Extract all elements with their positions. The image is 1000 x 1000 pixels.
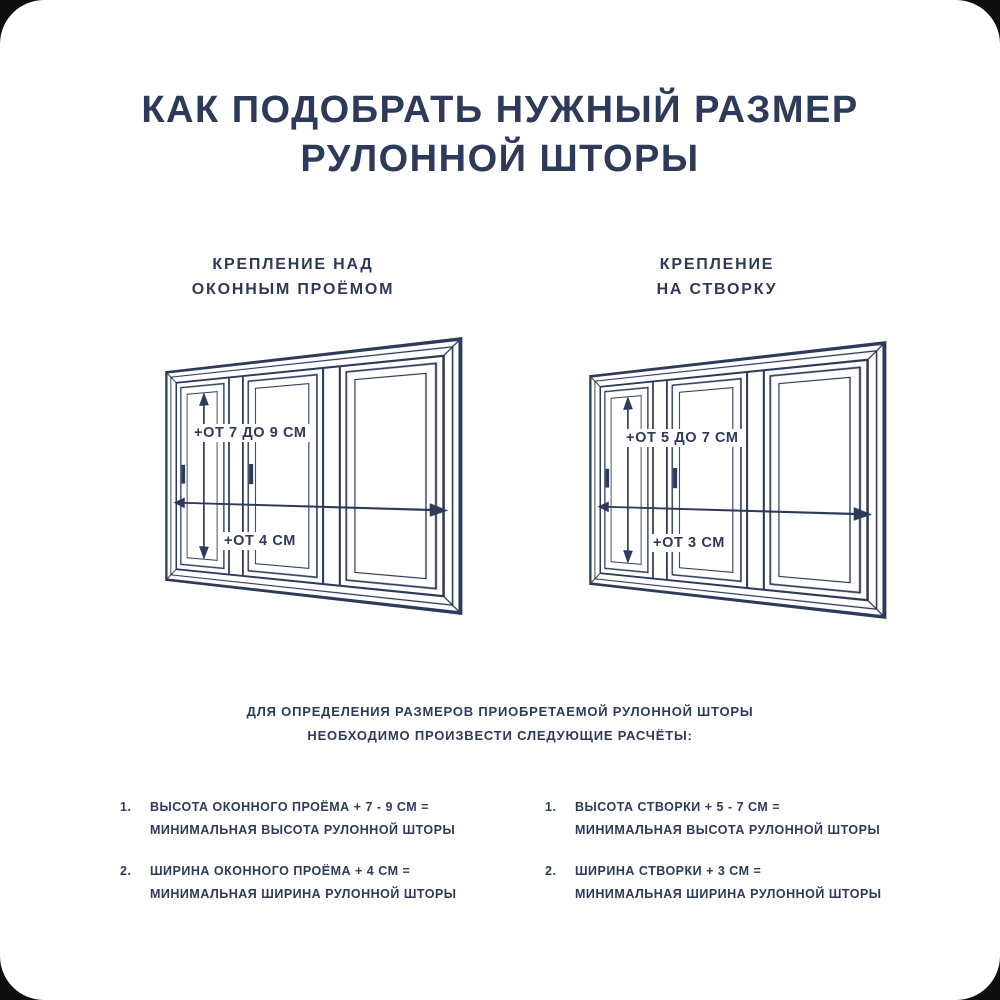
item-text-line-1: ШИРИНА ОКОННОГО ПРОЁМА + 4 СМ = — [150, 864, 411, 878]
item-text-line-2: МИНИМАЛЬНАЯ ВЫСОТА РУЛОННОЙ ШТОРЫ — [150, 823, 456, 837]
item-number: 1. — [120, 800, 132, 814]
list-item: 1. ВЫСОТА ОКОННОГО ПРОЁМА + 7 - 9 СМ = М… — [120, 796, 465, 842]
right-section-heading: КРЕПЛЕНИЕ НА СТВОРКУ — [552, 252, 882, 302]
right-heading-line-2: НА СТВОРКУ — [656, 281, 778, 298]
window-frame — [590, 343, 884, 617]
width-measure-label: +ОТ 3 СМ — [649, 534, 729, 552]
window-illustration-left — [165, 336, 463, 615]
window-illustration-right — [589, 340, 887, 619]
item-text-line-2: МИНИМАЛЬНАЯ ШИРИНА РУЛОННОЙ ШТОРЫ — [150, 887, 457, 901]
calculation-note: ДЛЯ ОПРЕДЕЛЕНИЯ РАЗМЕРОВ ПРИОБРЕТАЕМОЙ Р… — [0, 700, 1000, 748]
width-measure-label: +ОТ 4 СМ — [220, 532, 300, 550]
item-text: ШИРИНА ОКОННОГО ПРОЁМА + 4 СМ = МИНИМАЛЬ… — [150, 860, 465, 906]
item-text-line-1: ВЫСОТА ОКОННОГО ПРОЁМА + 7 - 9 СМ = — [150, 800, 429, 814]
left-heading-line-1: КРЕПЛЕНИЕ НАД — [212, 256, 374, 273]
note-line-1: ДЛЯ ОПРЕДЕЛЕНИЯ РАЗМЕРОВ ПРИОБРЕТАЕМОЙ Р… — [246, 704, 754, 719]
left-calculations-list: 1. ВЫСОТА ОКОННОГО ПРОЁМА + 7 - 9 СМ = М… — [120, 796, 465, 906]
item-text-line-1: ВЫСОТА СТВОРКИ + 5 - 7 СМ = — [575, 800, 781, 814]
title-line-1: КАК ПОДОБРАТЬ НУЖНЫЙ РАЗМЕР — [141, 89, 859, 131]
title-line-2: РУЛОННОЙ ШТОРЫ — [300, 138, 700, 180]
item-text-line-2: МИНИМАЛЬНАЯ ШИРИНА РУЛОННОЙ ШТОРЫ — [575, 887, 882, 901]
item-number: 2. — [545, 864, 557, 878]
right-window-diagram: +ОТ 5 ДО 7 СМ +ОТ 3 СМ — [552, 332, 882, 632]
right-calculations-list: 1. ВЫСОТА СТВОРКИ + 5 - 7 СМ = МИНИМАЛЬН… — [545, 796, 890, 906]
item-number: 2. — [120, 864, 132, 878]
height-measure-label: +ОТ 7 ДО 9 СМ — [190, 424, 311, 442]
list-item: 2. ШИРИНА СТВОРКИ + 3 СМ = МИНИМАЛЬНАЯ Ш… — [545, 860, 890, 906]
window-frame — [166, 339, 460, 613]
item-text: ШИРИНА СТВОРКИ + 3 СМ = МИНИМАЛЬНАЯ ШИРИ… — [575, 860, 890, 906]
list-item: 1. ВЫСОТА СТВОРКИ + 5 - 7 СМ = МИНИМАЛЬН… — [545, 796, 890, 842]
left-window-diagram: +ОТ 7 ДО 9 СМ +ОТ 4 СМ — [128, 328, 458, 628]
item-text-line-1: ШИРИНА СТВОРКИ + 3 СМ = — [575, 864, 762, 878]
note-line-2: НЕОБХОДИМО ПРОИЗВЕСТИ СЛЕДУЮЩИЕ РАСЧЁТЫ: — [307, 728, 693, 743]
item-text: ВЫСОТА СТВОРКИ + 5 - 7 СМ = МИНИМАЛЬНАЯ … — [575, 796, 890, 842]
item-text: ВЫСОТА ОКОННОГО ПРОЁМА + 7 - 9 СМ = МИНИ… — [150, 796, 465, 842]
item-text-line-2: МИНИМАЛЬНАЯ ВЫСОТА РУЛОННОЙ ШТОРЫ — [575, 823, 881, 837]
left-section-heading: КРЕПЛЕНИЕ НАД ОКОННЫМ ПРОЁМОМ — [128, 252, 458, 302]
item-number: 1. — [545, 800, 557, 814]
height-measure-label: +ОТ 5 ДО 7 СМ — [622, 429, 743, 447]
left-heading-line-2: ОКОННЫМ ПРОЁМОМ — [191, 281, 395, 298]
page-title: КАК ПОДОБРАТЬ НУЖНЫЙ РАЗМЕР РУЛОННОЙ ШТО… — [0, 86, 1000, 184]
right-heading-line-1: КРЕПЛЕНИЕ — [659, 256, 775, 273]
list-item: 2. ШИРИНА ОКОННОГО ПРОЁМА + 4 СМ = МИНИМ… — [120, 860, 465, 906]
